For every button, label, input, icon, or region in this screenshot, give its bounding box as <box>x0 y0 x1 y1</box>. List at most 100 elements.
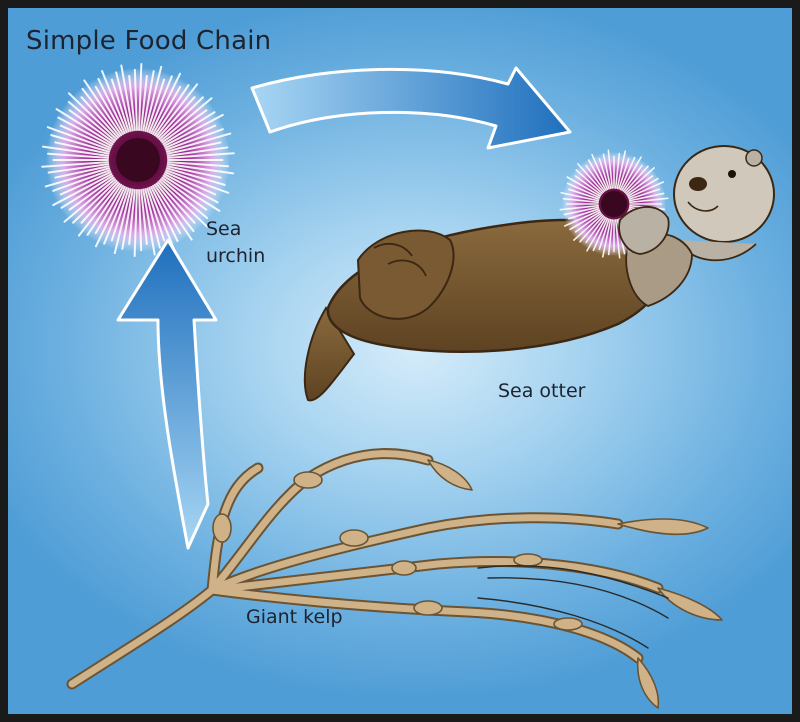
urchin-spine <box>150 185 179 243</box>
urchin-spine <box>54 141 110 155</box>
urchin-spine <box>628 192 665 202</box>
urchin-spine <box>150 72 182 135</box>
urchin-spine <box>587 159 607 191</box>
urchin-spine <box>165 132 232 153</box>
urchin-spine <box>140 74 148 132</box>
urchin-spine <box>627 177 659 197</box>
urchin-spine <box>602 153 612 190</box>
urchin-spine <box>101 69 128 134</box>
urchin-spine <box>162 174 221 212</box>
giant-kelp-illustration <box>66 448 723 709</box>
urchin-spine <box>161 176 208 211</box>
urchin-spine <box>566 182 601 199</box>
urchin-spine <box>97 77 126 135</box>
urchin-spine <box>54 165 110 179</box>
urchin-spine <box>166 165 222 179</box>
urchin-spine <box>164 124 217 149</box>
urchin-spine <box>579 215 605 243</box>
urchin-spine <box>621 156 642 191</box>
urchin-spine <box>601 218 612 258</box>
urchin-spine <box>627 181 665 199</box>
urchin-spine <box>94 184 124 235</box>
urchin-spine <box>157 181 196 224</box>
urchin-spine <box>80 96 119 139</box>
urchin-spine <box>81 87 121 138</box>
urchin-spine <box>585 216 606 244</box>
urchin-spine <box>591 153 609 191</box>
urchin-spine <box>614 152 621 189</box>
urchin-spine <box>622 164 643 192</box>
urchin-spine <box>159 97 213 142</box>
urchin-spine <box>618 158 630 190</box>
urchin-spine <box>142 70 155 132</box>
urchin-spine <box>46 152 110 159</box>
urchin-spine <box>166 141 222 155</box>
urchin-spine <box>152 184 182 235</box>
urchin-spine <box>162 111 216 146</box>
food-chain-illustration <box>41 63 775 709</box>
urchin-spine <box>166 152 235 159</box>
urchin-spine <box>138 63 143 132</box>
urchin-spine <box>158 96 204 141</box>
urchin-spine <box>67 92 118 141</box>
label-giant-kelp: Giant kelp <box>246 606 343 628</box>
urchin-spine <box>585 164 606 192</box>
urchin-spine <box>619 156 636 191</box>
urchin-spine <box>59 124 112 149</box>
urchin-spine <box>566 176 601 197</box>
urchin-spine <box>146 78 166 133</box>
label-sea-urchin-line1: Sea <box>206 218 242 240</box>
urchin-spine <box>163 173 219 204</box>
urchin-spine <box>614 219 621 259</box>
urchin-spine <box>153 183 193 241</box>
urchin-spine <box>568 208 600 220</box>
urchin-spine <box>57 116 113 147</box>
urchin-spine <box>563 209 601 227</box>
urchin-spine <box>41 145 110 157</box>
urchin-spine <box>80 181 119 224</box>
urchin-spine <box>155 182 195 233</box>
food-chain-panel: Simple Food Chain Sea urchin Sea otter G… <box>8 8 792 714</box>
urchin-spine <box>59 171 112 196</box>
urchin-spine <box>63 178 117 223</box>
urchin-spine <box>144 65 163 132</box>
urchin-spine <box>629 197 669 204</box>
urchin-spine <box>563 206 600 216</box>
otter-paws <box>618 206 670 255</box>
urchin-spine <box>68 176 115 211</box>
urchin-spine <box>148 75 173 134</box>
urchin-spine <box>52 173 113 207</box>
urchin-spine <box>598 158 610 190</box>
urchin-spine <box>52 169 111 192</box>
urchin-spine <box>569 211 601 231</box>
urchin-spine <box>86 183 123 236</box>
urchin-spine <box>144 188 161 249</box>
arrow-kelp-to-urchin <box>116 238 218 550</box>
urchin-spine <box>133 68 138 132</box>
label-sea-otter: Sea otter <box>498 380 586 402</box>
urchin-spine <box>568 188 600 200</box>
urchin-spine <box>110 187 130 242</box>
urchin-spine <box>94 85 124 136</box>
urchin-spine <box>153 84 190 137</box>
sea-otter-illustration <box>303 145 775 402</box>
sea-urchin-illustration <box>41 63 235 257</box>
urchin-spine <box>598 218 610 250</box>
urchin-spine <box>166 163 235 175</box>
urchin-spine <box>110 78 130 133</box>
urchin-spine <box>623 165 649 193</box>
urchin-spine <box>50 134 111 153</box>
urchin-spine <box>165 169 230 194</box>
urchin-spine <box>77 182 121 237</box>
arrow-urchin-to-otter <box>250 66 572 150</box>
urchin-spine <box>575 169 603 195</box>
urchin-spine <box>592 217 609 252</box>
urchin-spine <box>157 96 196 139</box>
urchin-spine <box>625 167 655 195</box>
urchin-spine <box>574 175 602 196</box>
urchin-spine <box>138 188 143 252</box>
urchin-spine <box>41 161 110 168</box>
urchin-spine <box>44 167 111 188</box>
urchin-spine <box>148 186 175 251</box>
